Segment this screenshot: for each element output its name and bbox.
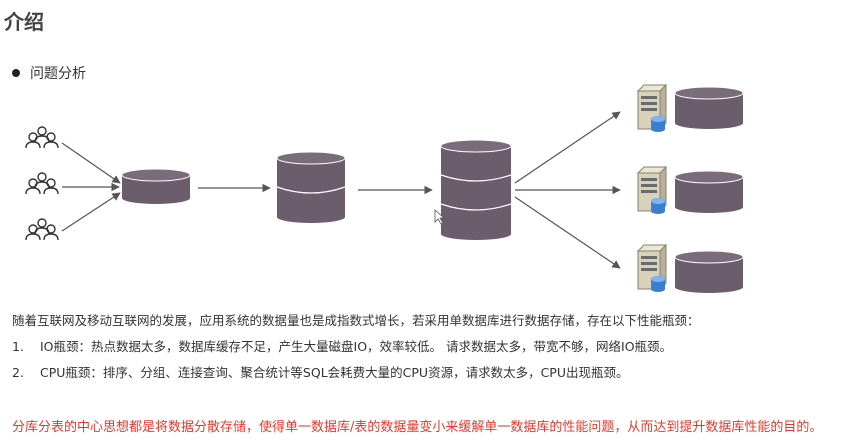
list-item-number: 2. [12, 365, 24, 380]
database-shard-bottom [674, 250, 744, 293]
database-large [440, 139, 512, 240]
users-icon-top [26, 127, 58, 148]
section-heading: 问题分析 [30, 66, 86, 82]
list-item-text: IO瓶颈：热点数据太多，数据库缓存不足，产生大量磁盘IO，效率较低。 请求数据太… [40, 339, 673, 354]
bullet-dot [12, 69, 20, 77]
section-bullet: 问题分析 [12, 63, 86, 83]
conclusion-text: 分库分表的中心思想都是将数据分散存储，使得单一数据库/表的数据量变小来缓解单一数… [12, 420, 823, 435]
server-with-database-icon-top [637, 84, 667, 133]
database-shard-top [674, 86, 744, 129]
users-icon-middle [26, 173, 58, 194]
arrow-db3-to-server-top [514, 111, 621, 184]
arrow-users-top-to-db [61, 142, 121, 184]
database-small [121, 168, 191, 204]
database-medium [276, 151, 346, 223]
server-with-database-icon-bottom [637, 244, 667, 293]
list-item-text: CPU瓶颈：排序、分组、连接查询、聚合统计等SQL会耗费大量的CPU资源，请求数… [40, 365, 629, 380]
list-item: 1. IO瓶颈：热点数据太多，数据库缓存不足，产生大量磁盘IO，效率较低。 请求… [12, 338, 672, 364]
description-text: 随着互联网及移动互联网的发展，应用系统的数据量也是成指数式增长，若采用单数据库进… [12, 313, 700, 328]
list-item-number: 1. [12, 339, 24, 354]
mouse-cursor-icon [434, 209, 446, 225]
server-with-database-icon-middle [637, 166, 667, 215]
scaling-diagram [0, 84, 744, 293]
list-item: 2. CPU瓶颈：排序、分组、连接查询、聚合统计等SQL会耗费大量的CPU资源，… [12, 364, 672, 390]
database-shard-middle [674, 170, 744, 213]
users-icon-bottom [26, 219, 58, 240]
page-title: 介绍 [4, 10, 44, 34]
arrow-db3-to-server-bottom [514, 196, 621, 269]
bottleneck-list: 1. IO瓶颈：热点数据太多，数据库缓存不足，产生大量磁盘IO，效率较低。 请求… [12, 338, 672, 390]
arrow-users-bottom-to-db [61, 192, 121, 232]
